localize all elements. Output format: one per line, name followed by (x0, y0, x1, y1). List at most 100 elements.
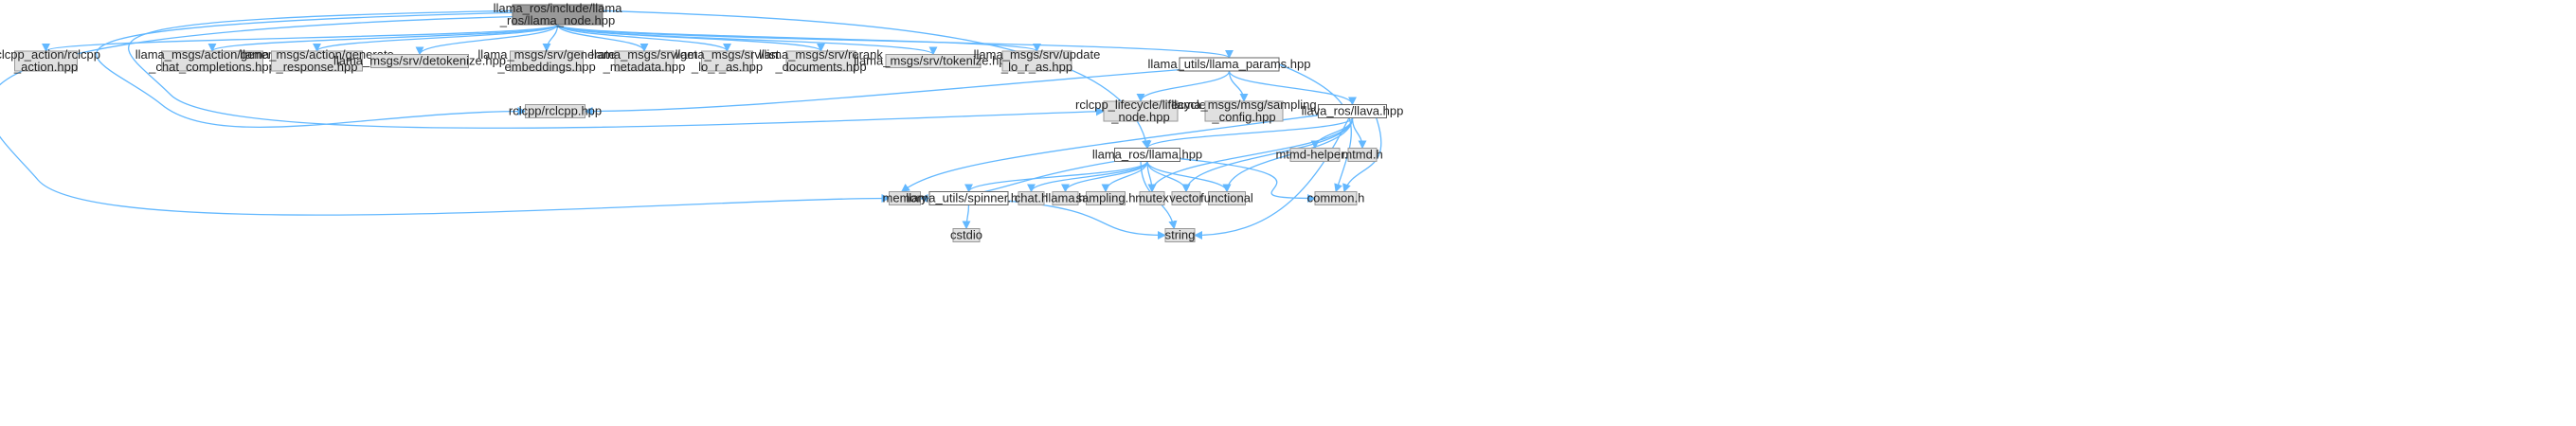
edge-root-to-lifecycle (128, 9, 1105, 129)
node-cstdio: cstdio (950, 228, 982, 242)
node-gen_resp: llama_msgs/action/generate_response.hpp (240, 47, 394, 74)
edge-root-to-gen_emb (542, 24, 559, 52)
node-box-get_meta (614, 50, 675, 72)
node-label-get_meta-line-0: llama_msgs/srv/get (591, 47, 697, 62)
node-box-gen_resp (271, 50, 363, 72)
node-chat: chat.h (1015, 191, 1048, 205)
node-label-get_meta-line-1: _metadata.hpp (603, 60, 686, 74)
edge-llava-to-mtmd (1351, 117, 1367, 150)
node-label-sampling_cfg-line-1: _config.hpp (1211, 110, 1275, 124)
node-list_lora: llama_msgs/srv/list_lo_r_as.hpp (676, 47, 780, 74)
node-box-memory (889, 191, 921, 205)
node-label-rclcpp_action-line-0: rclcpp_action/rclcpp (0, 47, 100, 62)
edge-llama_hpp-to-functional (1146, 161, 1232, 193)
edge-root-to-params (556, 24, 1234, 59)
node-mutex: mutex (1135, 191, 1169, 205)
node-label-root-line-0: llama_ros/include/llama (494, 1, 623, 15)
node-box-chat (1018, 191, 1045, 205)
node-box-llama_hpp (1114, 148, 1180, 162)
node-box-spinner (928, 191, 1009, 205)
node-gen_emb: llama_msgs/srv/generate_embeddings.hpp (477, 47, 615, 74)
node-gen_chat: llama_msgs/action/generate_chat_completi… (135, 47, 290, 74)
node-sampling_h: sampling.h (1076, 191, 1136, 205)
node-label-list_lora-line-1: _lo_r_as.hpp (691, 60, 763, 74)
node-label-llama_hpp-line-0: llama_ros/llama.hpp (1092, 148, 1202, 162)
node-tokenize: llama_msgs/srv/tokenize.hpp (854, 54, 1013, 68)
edge-root-to-gen_chat (207, 24, 559, 52)
edge-root-to-rclcpp_action (42, 24, 559, 52)
node-box-gen_emb (510, 50, 584, 72)
node-rclcpp_action: rclcpp_action/rclcpp_action.hpp (0, 47, 100, 74)
node-label-common-line-0: common.h (1307, 191, 1365, 205)
node-box-rerank (785, 50, 856, 72)
node-lifecycle: rclcpp_lifecycle/lifecycle_node.hpp (1075, 98, 1206, 124)
node-label-cstdio-line-0: cstdio (950, 228, 982, 242)
node-box-tokenize (885, 54, 982, 68)
node-mtmd: mtmd.h (1342, 148, 1383, 162)
node-rclcpp: rclcpp/rclcpp.hpp (509, 104, 602, 118)
node-llama_hpp[interactable]: llama_ros/llama.hpp (1092, 148, 1202, 162)
node-box-mutex (1139, 191, 1165, 205)
edge-layer (0, 9, 1382, 240)
node-label-llama_h-line-0: llama.h (1046, 191, 1086, 205)
node-layer: llama_ros/include/llama_ros/llama_node.h… (0, 1, 1403, 242)
node-rerank: llama_msgs/srv/rerank_documents.hpp (759, 47, 883, 74)
node-llava[interactable]: llava_ros/llava.hpp (1302, 104, 1404, 118)
node-label-list_lora-line-0: llama_msgs/srv/list (676, 47, 780, 62)
node-label-sampling_cfg-line-0: llama_msgs/msg/sampling (1171, 98, 1316, 112)
edge-root-to-list_lora (556, 24, 731, 52)
node-label-gen_emb-line-1: _embeddings.hpp (496, 60, 595, 74)
node-label-mutex-line-0: mutex (1135, 191, 1169, 205)
node-box-update_lora (1001, 50, 1072, 72)
edge-root-to-memory (0, 15, 891, 216)
node-label-gen_chat-line-1: _chat_completions.hpp (148, 60, 276, 74)
node-label-gen_chat-line-0: llama_msgs/action/generate (135, 47, 290, 62)
node-label-memory-line-0: memory (883, 191, 928, 205)
edge-llava-to-vector (1181, 117, 1354, 193)
node-llama_h: llama.h (1046, 191, 1086, 205)
node-root[interactable]: llama_ros/include/llama_ros/llama_node.h… (494, 1, 623, 27)
edge-llama_hpp-to-llama_h (1060, 161, 1148, 193)
node-label-root-line-1: _ros/llama_node.hpp (499, 13, 615, 27)
node-box-sampling_h (1086, 191, 1126, 205)
node-box-root (512, 4, 603, 26)
node-box-common (1314, 191, 1358, 205)
edge-root-to-get_meta (556, 24, 649, 52)
edge-llama_hpp-to-sampling_h (1101, 161, 1148, 193)
edge-llava-to-string (1194, 117, 1350, 240)
node-string: string (1164, 228, 1196, 242)
node-box-llama_h (1052, 191, 1079, 205)
node-params[interactable]: llama_utils/llama_params.hpp (1148, 57, 1311, 72)
edge-params-to-sampling_cfg (1228, 70, 1249, 102)
node-spinner[interactable]: llama_utils/spinner.hpp (906, 191, 1032, 205)
node-box-functional (1208, 191, 1246, 205)
edge-spinner-to-string (1007, 200, 1166, 240)
node-label-chat-line-0: chat.h (1015, 191, 1048, 205)
edge-llama_hpp-to-chat (1027, 161, 1148, 193)
node-box-vector (1171, 191, 1201, 205)
node-label-sampling_h-line-0: sampling.h (1076, 191, 1136, 205)
node-label-vector-line-0: vector (1169, 191, 1203, 205)
node-box-string (1164, 228, 1196, 242)
node-label-mtmd_helper-line-0: mtmd-helper.h (1275, 148, 1354, 162)
node-box-mtmd_helper (1289, 148, 1341, 162)
node-box-params (1179, 57, 1280, 72)
node-box-cstdio (952, 228, 981, 242)
node-box-detok (370, 54, 469, 68)
node-memory: memory (883, 191, 928, 205)
edge-params-to-llava (1228, 70, 1357, 106)
node-label-rerank-line-0: llama_msgs/srv/rerank (759, 47, 883, 62)
node-label-lifecycle-line-0: rclcpp_lifecycle/lifecycle (1075, 98, 1206, 112)
node-vector: vector (1169, 191, 1203, 205)
node-box-list_lora (701, 50, 753, 72)
edge-root-to-detok (415, 24, 559, 56)
edge-root-to-tokenize (556, 24, 938, 56)
node-label-rclcpp_action-line-1: _action.hpp (13, 60, 78, 74)
edge-root-to-gen_resp (313, 24, 559, 52)
node-label-rclcpp-line-0: rclcpp/rclcpp.hpp (509, 104, 602, 118)
node-label-string-line-0: string (1165, 228, 1196, 242)
node-label-gen_emb-line-0: llama_msgs/srv/generate (477, 47, 615, 62)
node-update_lora: llama_msgs/srv/update_lo_r_as.hpp (974, 47, 1101, 74)
node-label-tokenize-line-0: llama_msgs/srv/tokenize.hpp (854, 54, 1013, 68)
